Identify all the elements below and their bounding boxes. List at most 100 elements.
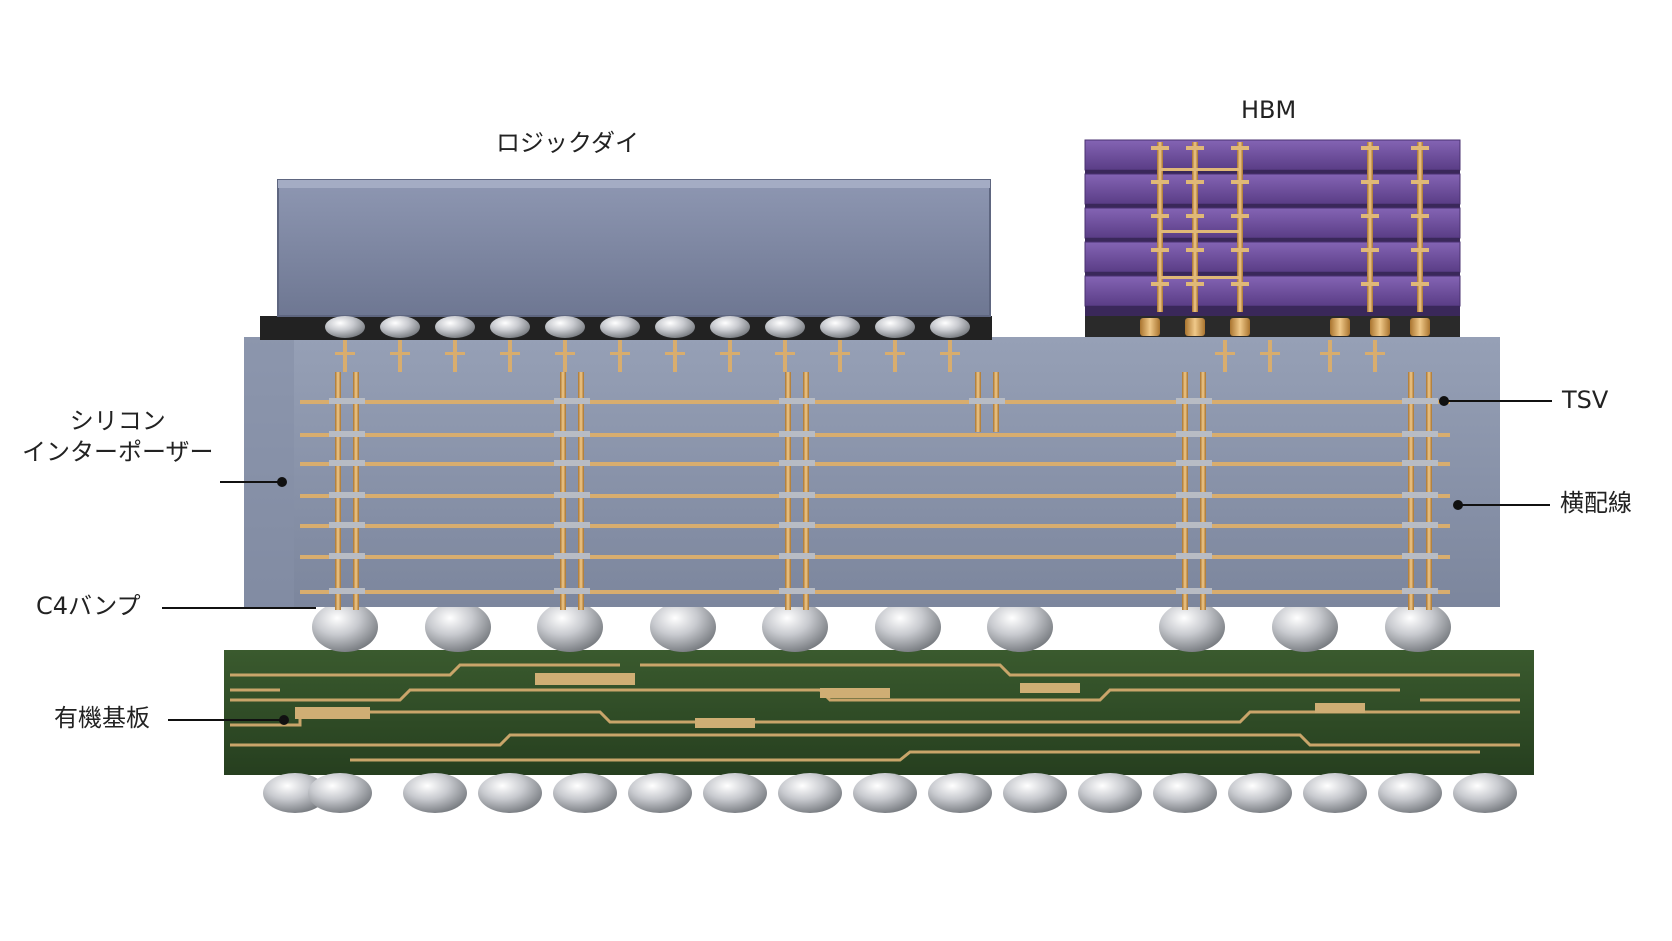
- top-via: [1268, 340, 1272, 372]
- tsv-collar: [779, 398, 815, 404]
- tsv-collar: [554, 431, 590, 437]
- bga-ball: [1078, 773, 1142, 813]
- c4-bump: [1385, 602, 1451, 652]
- hbm-tsv: [1417, 142, 1423, 312]
- tsv-collar: [1402, 522, 1438, 528]
- hbm-micro-bumps: [1140, 318, 1430, 336]
- c4-bump: [1272, 602, 1338, 652]
- leader-lines: [162, 396, 1552, 725]
- tsv-collar: [1402, 492, 1438, 498]
- tsv-collar: [779, 553, 815, 559]
- tsv-collar: [1402, 398, 1438, 404]
- top-via-pad: [390, 352, 410, 355]
- tsv-collar: [329, 398, 365, 404]
- hbm-base: [1085, 310, 1460, 316]
- leader-dot-substrate: [279, 715, 289, 725]
- c4-bump: [1159, 602, 1225, 652]
- top-via-pad: [610, 352, 630, 355]
- bga-ball: [478, 773, 542, 813]
- top-via-pad: [775, 352, 795, 355]
- interposer-wire: [300, 590, 1450, 594]
- tsv: [1200, 372, 1206, 610]
- tsv: [1408, 372, 1414, 610]
- interposer-wire: [300, 524, 1450, 528]
- top-via: [1328, 340, 1332, 372]
- bga-ball: [1003, 773, 1067, 813]
- tsv-collar: [554, 460, 590, 466]
- organic-substrate: [224, 650, 1534, 775]
- hbm-micro-bump: [1185, 318, 1205, 336]
- bga-ball: [403, 773, 467, 813]
- tsv: [335, 372, 341, 610]
- hbm-link: [1160, 276, 1240, 279]
- leader-dot-tsv: [1439, 396, 1449, 406]
- top-via-pad: [1365, 352, 1385, 355]
- hbm-tsv-pad: [1231, 214, 1249, 218]
- c4-bump-label: C4バンプ: [36, 592, 141, 620]
- bga-ball: [1303, 773, 1367, 813]
- tsv-collar: [329, 553, 365, 559]
- logic-micro-bump: [325, 316, 365, 338]
- top-via: [563, 340, 567, 372]
- tsv-label: TSV: [1562, 386, 1609, 414]
- hbm-tsv-pad: [1361, 180, 1379, 184]
- hbm-tsvs: [1151, 142, 1429, 312]
- hbm-micro-bump: [1230, 318, 1250, 336]
- interposer-wire: [300, 462, 1450, 466]
- logic-micro-bump: [655, 316, 695, 338]
- hbm-die: [1084, 275, 1461, 307]
- leader-dot-wiring: [1453, 500, 1463, 510]
- tsv-collar: [969, 398, 1005, 404]
- top-via: [1373, 340, 1377, 372]
- tsv: [560, 372, 566, 610]
- hbm-micro-bump: [1140, 318, 1160, 336]
- interposer-wire: [300, 433, 1450, 437]
- hbm-tsv: [1192, 142, 1198, 312]
- top-via-pad: [1215, 352, 1235, 355]
- top-via: [618, 340, 622, 372]
- c4-bump: [312, 602, 378, 652]
- logic-die-label: ロジックダイ: [496, 129, 640, 157]
- top-via: [508, 340, 512, 372]
- interposer-wire: [300, 400, 1450, 404]
- hbm-tsv-pad: [1411, 282, 1429, 286]
- logic-micro-bump: [490, 316, 530, 338]
- interposer-label: シリコン インターポーザー: [22, 406, 214, 468]
- leader-dot-interposer: [277, 477, 287, 487]
- c4-bump: [537, 602, 603, 652]
- hbm-tsv-pad: [1151, 180, 1169, 184]
- bga-ball: [703, 773, 767, 813]
- interposer-top-vias: [335, 340, 1385, 372]
- bga-ball: [928, 773, 992, 813]
- tsv-collar: [1402, 553, 1438, 559]
- hbm-dies: [1084, 139, 1461, 316]
- tsv-collar: [329, 460, 365, 466]
- top-via-pad: [830, 352, 850, 355]
- logic-micro-bump: [710, 316, 750, 338]
- bga-ball: [1378, 773, 1442, 813]
- tsv-collar: [329, 588, 365, 594]
- tsv-collar: [1176, 460, 1212, 466]
- top-via: [783, 340, 787, 372]
- logic-micro-bump: [600, 316, 640, 338]
- logic-micro-bump: [435, 316, 475, 338]
- bga-ball: [778, 773, 842, 813]
- tsv-collar: [1176, 431, 1212, 437]
- bga-ball: [1153, 773, 1217, 813]
- hbm-tsv-pad: [1231, 248, 1249, 252]
- top-via-pad: [665, 352, 685, 355]
- tsv-collar: [1176, 398, 1212, 404]
- hbm-tsv-pad: [1231, 180, 1249, 184]
- substrate-pads: [295, 673, 1365, 728]
- top-via-pad: [445, 352, 465, 355]
- top-via: [453, 340, 457, 372]
- tsv-collar: [1176, 492, 1212, 498]
- hbm-tsv-pad: [1361, 282, 1379, 286]
- hbm-tsv-pad: [1151, 146, 1169, 150]
- hbm-tsv-pad: [1361, 146, 1379, 150]
- tsv-collar: [779, 431, 815, 437]
- wiring-label: 横配線: [1560, 489, 1632, 517]
- hbm-tsv-pad: [1361, 214, 1379, 218]
- top-via-pad: [500, 352, 520, 355]
- substrate-label: 有機基板: [54, 704, 150, 732]
